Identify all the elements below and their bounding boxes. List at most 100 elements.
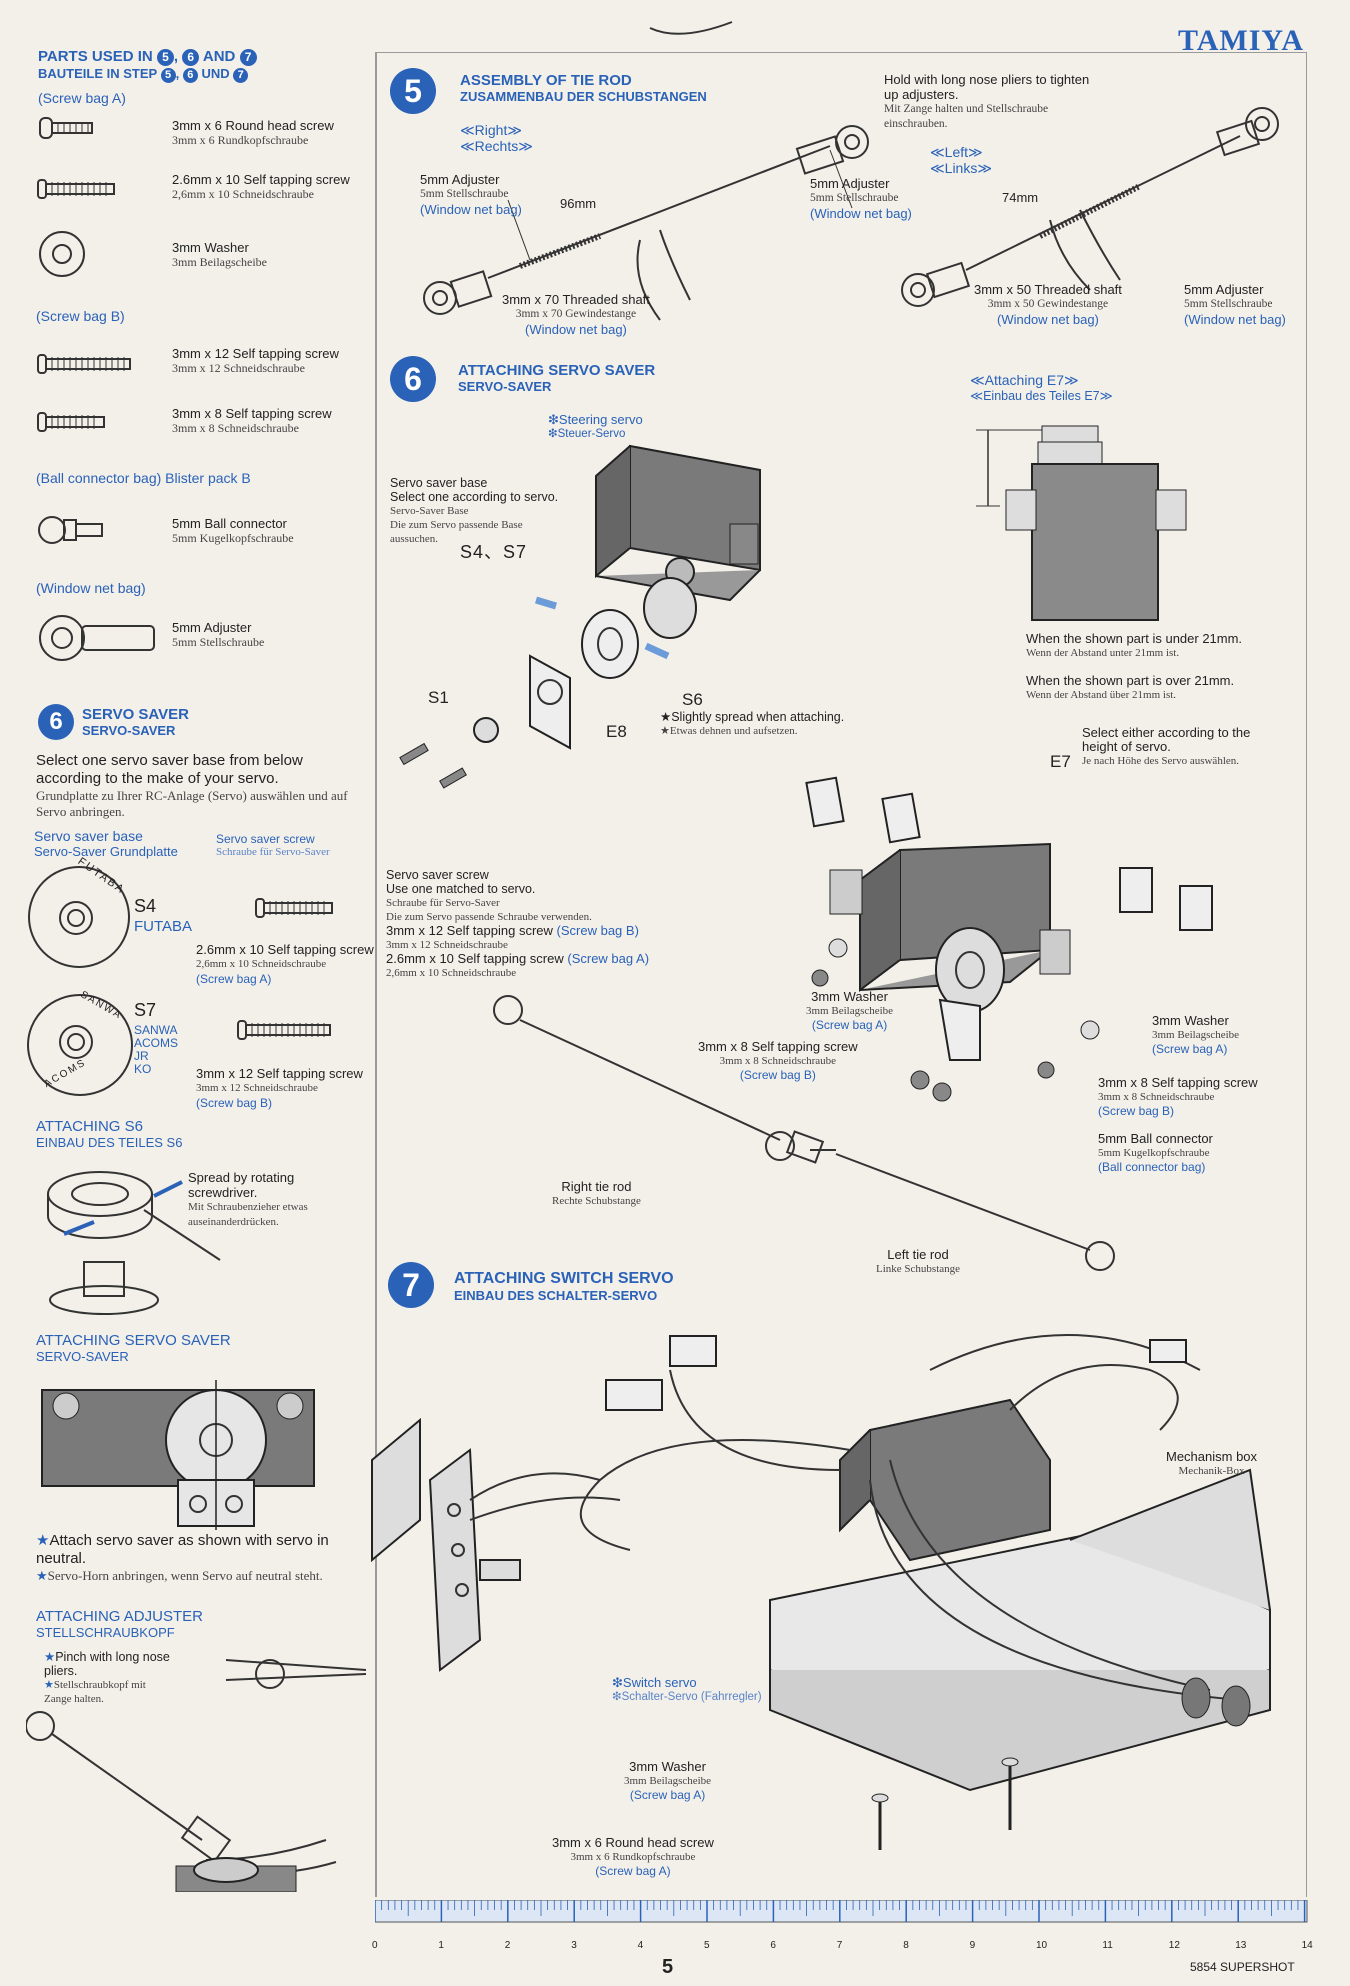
ruler-tick-label: 0: [372, 1940, 378, 1951]
step-5-badge: 5: [390, 68, 436, 114]
column-divider: [375, 52, 377, 1897]
label-en: ❇Switch servo: [612, 1675, 697, 1690]
washer-label-b: 3mm Washer 3mm Beilagscheibe (Screw bag …: [1152, 1014, 1239, 1057]
brand-logo: TAMIYA: [1177, 24, 1304, 57]
note-de: ★Etwas dehnen und aufsetzen.: [660, 725, 798, 737]
spec-de: 2,6mm x 10 Schneidschraube: [196, 958, 327, 970]
and-word: AND: [202, 48, 236, 65]
label-de: Servo-Saver Grundplatte: [34, 844, 178, 859]
heading-de: SERVO-SAVER: [82, 723, 176, 738]
s7-base-icon: [27, 994, 133, 1096]
base-parts-label: S4、S7: [460, 542, 528, 562]
ruler-tick-label: 4: [637, 1940, 644, 1951]
note-de: Wenn der Abstand unter 21mm ist.: [1026, 647, 1180, 659]
title-en: ASSEMBLY OF TIE ROD: [460, 72, 632, 89]
attaching-adjuster-heading: ATTACHING ADJUSTER STELLSCHRAUBKOPF: [36, 1608, 203, 1640]
frame-right: [1306, 52, 1307, 1897]
screw-12-bag: (Screw bag B): [556, 923, 639, 938]
ruler-tick-label: 14: [1301, 1940, 1313, 1951]
right-label: ≪Right≫ ≪Rechts≫: [460, 122, 533, 154]
make-acoms: ACOMS: [134, 1036, 179, 1050]
left-tie-rod-label: Left tie rod Linke Schubstange: [876, 1248, 960, 1276]
part-name-en: 3mm x 12 Self tapping screw: [172, 346, 339, 361]
step-6-badge: 6: [38, 704, 74, 740]
futaba-label: FUTABA: [134, 918, 193, 935]
step-badge: 5: [156, 49, 174, 66]
step-badge: 6: [182, 49, 200, 66]
label-bag: (Screw bag A): [1152, 1042, 1228, 1056]
ball-connector-icon: [38, 516, 103, 544]
label-en: Servo saver base: [34, 828, 143, 844]
label-de: ❇Steuer-Servo: [548, 428, 626, 440]
note-de: Servo-Horn anbringen, wenn Servo auf neu…: [47, 1568, 323, 1583]
ruler-tick-label: 12: [1168, 1940, 1180, 1951]
s4-base-icon: [28, 866, 130, 968]
part-row: 3mm Washer 3mm Beilagscheibe: [172, 240, 267, 270]
label-de: ≪Rechts≫: [460, 138, 533, 154]
label-en: 5mm Adjuster: [810, 176, 890, 191]
label-en: 5mm Adjuster: [420, 172, 500, 187]
make-ko: KO: [134, 1062, 152, 1076]
screw-bag-b-label: (Screw bag B): [36, 308, 125, 324]
s4-screw-spec: 2.6mm x 10 Self tapping screw 2,6mm x 10…: [196, 942, 376, 987]
spec-bag: (Screw bag B): [196, 1096, 273, 1110]
title-en: ATTACHING SWITCH SERVO: [454, 1270, 674, 1287]
ruler-tick-label: 7: [836, 1940, 843, 1951]
text-de: Grundplatte zu Ihrer RC-Anlage (Servo) a…: [36, 788, 348, 819]
note-en: Attach servo saver as shown with servo i…: [36, 1532, 329, 1567]
select-base-text: Select one servo saver base from below a…: [36, 752, 356, 820]
note-de-2: Die zum Servo passende Base aussuchen.: [390, 519, 523, 545]
label-en: Mechanism box: [1166, 1449, 1258, 1464]
note-en: Hold with long nose pliers to tighten up…: [884, 72, 1090, 102]
frame-top: [375, 52, 1307, 53]
ruler-tick-label: 11: [1102, 1940, 1113, 1951]
note-en: Servo saver screw: [386, 868, 489, 882]
steering-servo-label: ❇Steering servo ❇Steuer-Servo: [548, 412, 643, 442]
s6-spread-diagram: [47, 1171, 221, 1315]
page-number: 5: [662, 1956, 674, 1978]
part-name-en: 5mm Ball connector: [172, 516, 287, 531]
ruler-tick-label: 6: [770, 1940, 776, 1951]
label-de: ≪Links≫: [930, 160, 992, 176]
ruler-tick-label: 5: [704, 1940, 710, 1951]
screw-26-en: 2.6mm x 10 Self tapping screw: [386, 951, 564, 966]
und-word: UND: [201, 66, 230, 81]
label-en: Right tie rod: [561, 1179, 632, 1194]
make-jr: JR: [134, 1049, 149, 1063]
e7-height-diagram: [976, 425, 1187, 621]
s7-screw-spec: 3mm x 12 Self tapping screw 3mm x 12 Sch…: [196, 1066, 376, 1111]
note-de: Stellschraubkopf mit Zange halten.: [44, 1679, 146, 1705]
note-en: When the shown part is under 21mm.: [1026, 631, 1243, 646]
note-en-2: Use one matched to servo.: [386, 882, 536, 896]
label-de: ❇Schalter-Servo (Fahrregler): [612, 1691, 762, 1703]
shaft-50-label: 3mm x 50 Threaded shaft 3mm x 50 Gewinde…: [974, 282, 1122, 327]
heading-en: ATTACHING S6: [36, 1118, 143, 1135]
left-adjuster-label: 5mm Adjuster 5mm Stellschraube (Window n…: [810, 176, 912, 221]
part-name-de: 2,6mm x 10 Schneidschraube: [172, 187, 314, 201]
step-badge: 7: [239, 49, 257, 66]
step-badge: 5: [160, 68, 176, 83]
note-en: Spread by rotating screwdriver.: [188, 1170, 295, 1200]
heading-en: SERVO SAVER: [82, 706, 189, 723]
heading-de: STELLSCHRAUBKOPF: [36, 1625, 175, 1640]
cm-ruler: [375, 1900, 1308, 1923]
ruler-tick-label: 1: [438, 1940, 444, 1951]
label-en: Servo saver screw: [216, 832, 315, 846]
label-en: ❇Steering servo: [548, 412, 643, 427]
label-en: 5mm Adjuster: [1184, 282, 1264, 297]
ruler-tick-label: 3: [571, 1940, 577, 1951]
title-de: SERVO-SAVER: [458, 379, 552, 394]
s7-part-label: S7: [134, 1000, 157, 1020]
part-name-en: 5mm Adjuster: [172, 620, 252, 635]
part-row: 3mm x 12 Self tapping screw 3mm x 12 Sch…: [172, 346, 339, 376]
servo-saver-neutral-diagram: [41, 1380, 315, 1530]
note-en: Select either according to the height of…: [1082, 725, 1251, 754]
parts-title-de: BAUTEILE IN STEP: [38, 66, 157, 81]
under-21mm-note: When the shown part is under 21mm. Wenn …: [1026, 632, 1242, 660]
s4-part-label: S4: [134, 896, 157, 916]
length-96: 96mm: [560, 196, 597, 211]
part-name-en: 3mm x 8 Self tapping screw: [172, 406, 332, 421]
ruler-tick-label: 10: [1036, 1940, 1048, 1951]
end-adjuster-label: 5mm Adjuster 5mm Stellschraube (Window n…: [1184, 282, 1286, 327]
screw-12-de: 3mm x 12 Schneidschraube: [386, 939, 508, 951]
